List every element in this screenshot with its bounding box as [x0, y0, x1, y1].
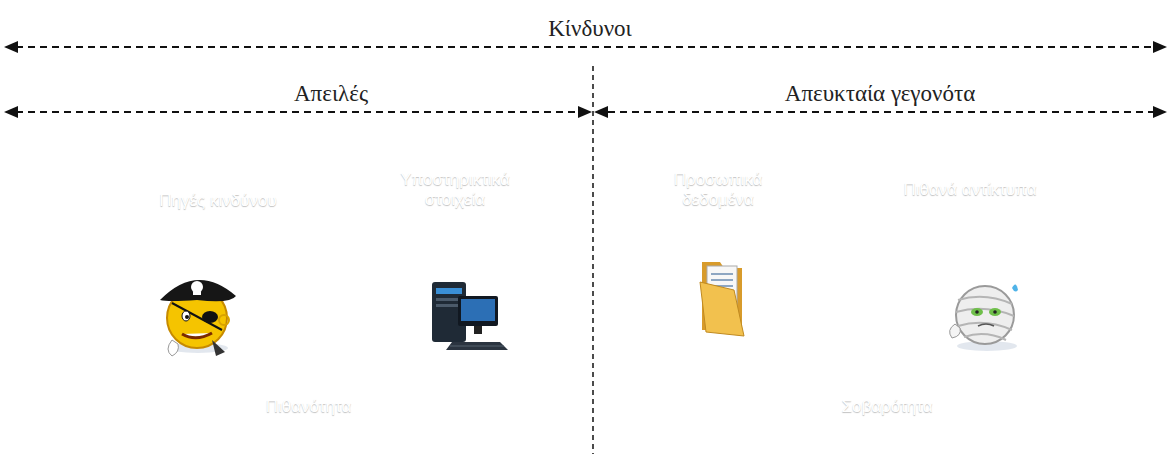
text-area: Πιθανότητα	[55, 387, 562, 427]
node-label: Πιθανά αντίκτυπα	[903, 180, 1036, 200]
band-box: Σοβαρότητα	[622, 357, 1152, 454]
scope-label: Απευκταία γεγονότα	[779, 81, 981, 107]
text-area: Υποστηρικτικά στοιχεία	[385, 162, 525, 218]
computer-icon	[432, 282, 508, 350]
node-label: Πιθανότητα	[266, 397, 352, 417]
band-box: Πιθανότητα	[45, 357, 572, 454]
node-label: Πηγές κινδύνου	[159, 191, 277, 211]
chevron-shape	[820, 140, 1125, 265]
scope-label: Κίνδυνοι	[542, 16, 638, 42]
text-area: Σοβαρότητα	[632, 387, 1142, 427]
chevron-step: Υποστηρικτικά στοιχεία	[315, 140, 601, 265]
pirate-icon	[160, 280, 236, 356]
node-label: Προσωπικά δεδομένα	[653, 170, 783, 211]
node-label: Υποστηρικτικά στοιχεία	[385, 170, 525, 211]
mummy-icon	[950, 284, 1018, 351]
chevron-step: Πηγές κινδύνου	[75, 140, 357, 265]
text-area: Πηγές κινδύνου	[135, 176, 301, 226]
text-area: Προσωπικά δεδομένα	[653, 162, 783, 218]
folder-icon	[700, 262, 744, 336]
text-area: Πιθανά αντίκτυπα	[900, 162, 1040, 218]
chevron-step: Προσωπικά δεδομένα	[585, 140, 855, 265]
chevron-step: Πιθανά αντίκτυπα	[820, 140, 1125, 265]
scope-label: Απειλές	[288, 81, 374, 107]
node-label: Σοβαρότητα	[842, 397, 933, 417]
